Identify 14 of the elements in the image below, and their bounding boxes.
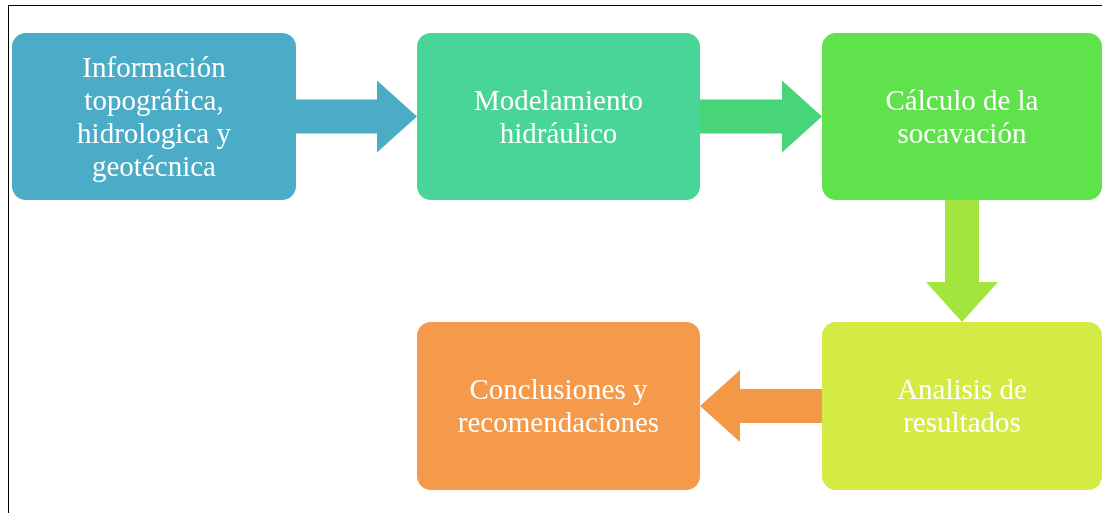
arrow bbox=[926, 200, 998, 322]
box-label: Conclusiones y recomendaciones bbox=[457, 373, 660, 439]
box-label: Información topográfica, hidrologica y geotécnica bbox=[76, 50, 232, 183]
box-label: Cálculo de la socavación bbox=[884, 83, 1040, 150]
arrow bbox=[700, 370, 822, 442]
process-box bbox=[822, 322, 1102, 490]
arrow bbox=[700, 80, 822, 153]
process-box bbox=[12, 33, 296, 200]
box-label: Modelamiento hidráulico bbox=[472, 83, 645, 150]
arrow bbox=[296, 80, 417, 153]
process-box bbox=[822, 33, 1102, 200]
process-box bbox=[417, 33, 700, 200]
process-box bbox=[417, 322, 700, 490]
box-label: Analisis de resultados bbox=[896, 373, 1028, 439]
